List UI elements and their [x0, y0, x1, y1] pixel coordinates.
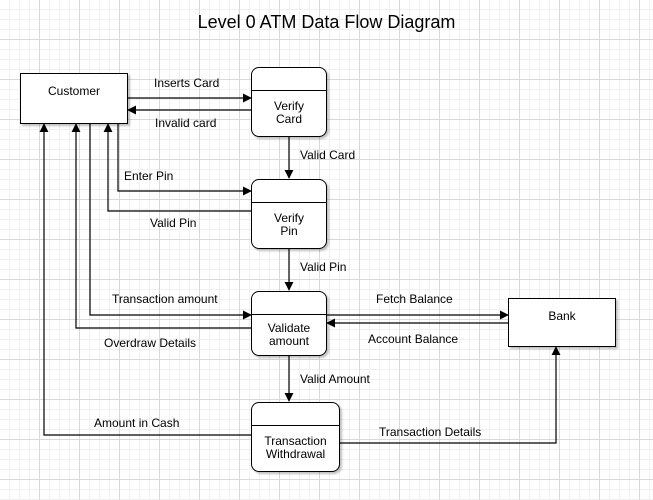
process-header	[252, 292, 326, 315]
flow-label-fetch-balance: Fetch Balance	[376, 292, 453, 306]
flow-label-valid-card: Valid Card	[300, 148, 356, 162]
arrow-overdraw-details	[71, 123, 251, 329]
arrow-transaction-amount	[89, 124, 252, 320]
bank-entity[interactable]: Bank	[508, 298, 616, 347]
process-label: Verify Card	[273, 99, 304, 126]
process-label: Verify Pin	[273, 211, 304, 238]
flow-label-account-balance: Account Balance	[368, 332, 459, 346]
process-verify-pin[interactable]: Verify Pin	[251, 179, 327, 249]
arrow-transaction-details	[340, 346, 561, 444]
flow-label-valid-amount: Valid Amount	[300, 372, 370, 386]
bank-label: Bank	[548, 309, 576, 323]
customer-entity[interactable]: Customer	[20, 73, 128, 124]
arrow-valid-pin-customer	[103, 123, 251, 212]
flow-label-transaction-details: Transaction Details	[379, 425, 482, 439]
process-header	[252, 403, 339, 426]
process-verify-card[interactable]: Verify Card	[251, 67, 327, 137]
process-label: Validate amount	[267, 320, 311, 348]
flow-label-overdraw-details: Overdraw Details	[104, 336, 197, 350]
flow-label-inserts-card: Inserts Card	[154, 76, 220, 90]
flow-label-valid-pin-validate: Valid Pin	[300, 260, 347, 274]
flow-label-invalid-card: Invalid card	[155, 116, 217, 130]
process-label: Transaction Withdrawal	[264, 434, 327, 461]
diagram-title: Level 0 ATM Data Flow Diagram	[197, 12, 456, 32]
customer-label: Customer	[47, 84, 100, 98]
flow-label-enter-pin: Enter Pin	[124, 169, 174, 183]
flow-label-transaction-amount: Transaction amount	[112, 292, 218, 306]
arrow-amount-in-cash	[39, 123, 251, 436]
process-header	[252, 180, 326, 203]
process-validate-amount[interactable]: Validate amount	[251, 291, 327, 356]
process-transaction-withdrawal[interactable]: Transaction Withdrawal	[251, 402, 340, 472]
process-header	[252, 68, 326, 91]
flow-label-amount-in-cash: Amount in Cash	[94, 416, 180, 430]
flow-label-valid-pin-customer: Valid Pin	[150, 216, 197, 230]
arrow-enter-pin	[117, 124, 252, 196]
